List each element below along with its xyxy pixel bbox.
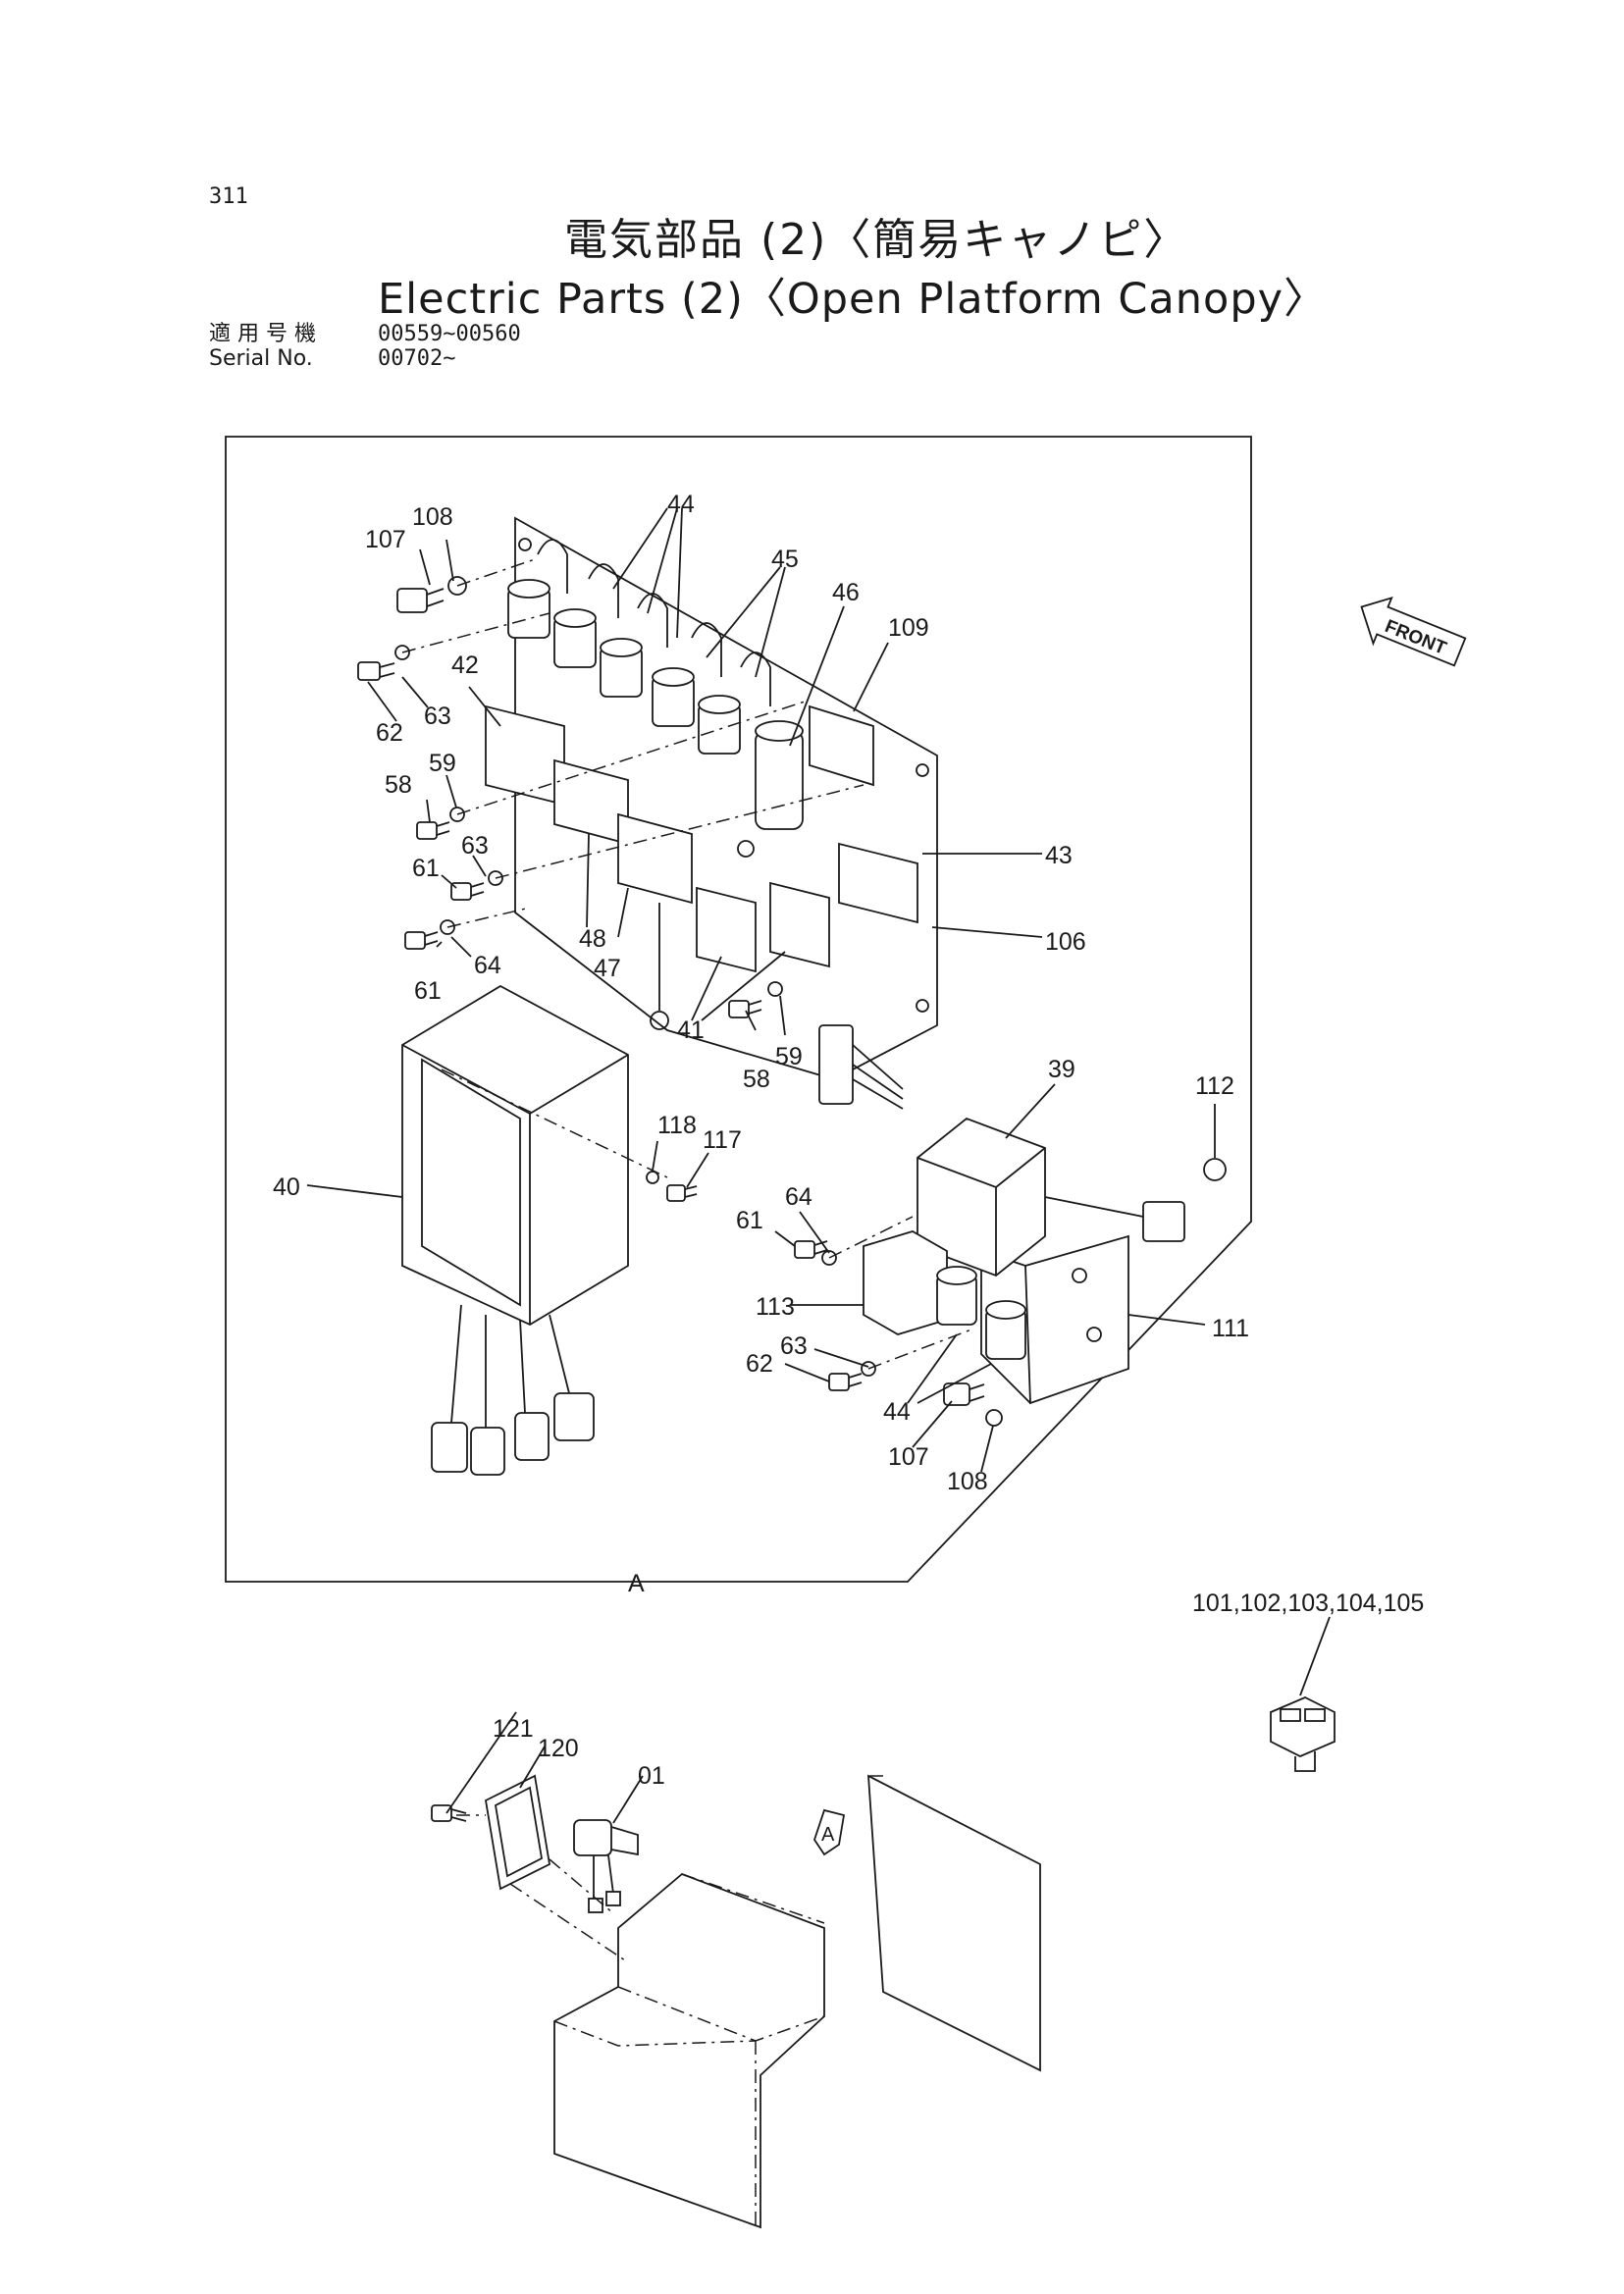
bolt-62-top (357, 661, 395, 681)
detail-frame-a (225, 436, 1252, 1583)
callout-61: 61 (412, 855, 440, 882)
callout-40: 40 (273, 1173, 300, 1201)
bolt-107-top (396, 588, 445, 613)
relay-113 (863, 1230, 948, 1335)
callout-62b: 62 (746, 1350, 773, 1378)
bolt-62-lower (828, 1373, 863, 1391)
relay-41a (696, 886, 757, 973)
callout-121: 121 (493, 1715, 534, 1743)
serial-info: 適 用 号 機 00559~00560 Serial No. 00702~ (209, 322, 521, 371)
callout-117: 117 (703, 1126, 742, 1154)
callout-112: 112 (1195, 1072, 1234, 1100)
bolt-117 (666, 1184, 698, 1202)
serial-range-2: 00702~ (378, 346, 456, 371)
callout-43: 43 (1045, 842, 1073, 869)
callout-63c: 63 (780, 1332, 808, 1360)
callout-118: 118 (657, 1112, 697, 1139)
page-title-japanese: 電気部品 (2)〈簡易キャノピ〉 (564, 215, 1189, 265)
switch-101-105 (1270, 1696, 1336, 1772)
connector-112-side (1142, 1201, 1185, 1242)
bolt-61-left (404, 931, 439, 950)
bolt-58-lower (728, 1000, 762, 1018)
callout-101-105: 101,102,103,104,105 (1192, 1590, 1424, 1617)
callout-107: 107 (365, 526, 406, 553)
callout-64: 64 (474, 952, 501, 979)
callout-61b: 61 (414, 977, 442, 1005)
callout-61c: 61 (736, 1207, 763, 1234)
page-title-english: Electric Parts (2)〈Open Platform Canopy〉 (378, 275, 1328, 324)
callout-47: 47 (594, 955, 621, 982)
console-box (553, 1872, 825, 2229)
fuse-holder-row (507, 579, 741, 755)
callout-63: 63 (424, 703, 451, 730)
washer-59-lower (767, 981, 783, 997)
callout-120: 120 (538, 1735, 579, 1762)
callout-42: 42 (451, 652, 479, 679)
callout-48: 48 (579, 925, 606, 953)
relay-41b (769, 881, 830, 968)
callout-109: 109 (888, 614, 929, 642)
callout-01: 01 (638, 1762, 665, 1790)
bracket-111 (1024, 1234, 1129, 1405)
key-switch-01 (573, 1819, 639, 1913)
nut-112 (1203, 1158, 1227, 1181)
callout-63b: 63 (461, 832, 489, 860)
relay-43 (838, 842, 918, 924)
relay-47 (617, 812, 693, 905)
callout-45: 45 (771, 546, 799, 573)
callout-111: 111 (1212, 1315, 1249, 1342)
callout-108: 108 (412, 503, 453, 531)
view-flag-a (813, 1808, 846, 1856)
side-panel (866, 1774, 1041, 2072)
front-arrow: FRONT (1360, 596, 1467, 667)
view-label-a: A (628, 1570, 645, 1597)
serial-label-japanese: 適 用 号 機 (209, 322, 316, 346)
callout-106: 106 (1045, 928, 1086, 956)
callout-59: 59 (429, 750, 456, 777)
callout-44b: 44 (883, 1398, 911, 1426)
bolt-58-top (416, 821, 450, 840)
svg-text:A: A (821, 1824, 835, 1846)
bolt-61-lower (794, 1240, 828, 1259)
serial-range-1: 00559~00560 (378, 322, 521, 346)
condenser-46 (755, 730, 804, 830)
page-number: 311 (209, 184, 248, 209)
callout-62: 62 (376, 719, 403, 747)
serial-label-english: Serial No. (209, 346, 313, 371)
callout-107b: 107 (888, 1443, 929, 1471)
plate-hole (518, 538, 532, 551)
washer-118 (646, 1171, 659, 1184)
fuse-holder-lower (936, 1266, 1026, 1360)
callout-59b: 59 (775, 1043, 803, 1070)
callout-113: 113 (756, 1293, 795, 1321)
plate-hole (916, 763, 929, 777)
relay-109 (809, 704, 874, 787)
callout-46: 46 (832, 579, 860, 606)
callout-58: 58 (385, 771, 412, 799)
connector-block (818, 1024, 854, 1105)
screw-121 (431, 1804, 467, 1822)
plate-120 (485, 1774, 550, 1891)
callout-39: 39 (1048, 1056, 1075, 1083)
callout-44: 44 (667, 491, 695, 518)
plate-hole (916, 999, 929, 1013)
callout-108b: 108 (947, 1468, 988, 1495)
callout-64b: 64 (785, 1183, 812, 1211)
callout-41: 41 (677, 1017, 705, 1044)
controller-box-40 (401, 984, 629, 1327)
plate-hole (737, 840, 755, 858)
bolt-61-top (450, 882, 485, 901)
callout-58b: 58 (743, 1066, 770, 1093)
washer-108-lower (985, 1409, 1003, 1427)
bolt-107-lower (943, 1382, 985, 1406)
